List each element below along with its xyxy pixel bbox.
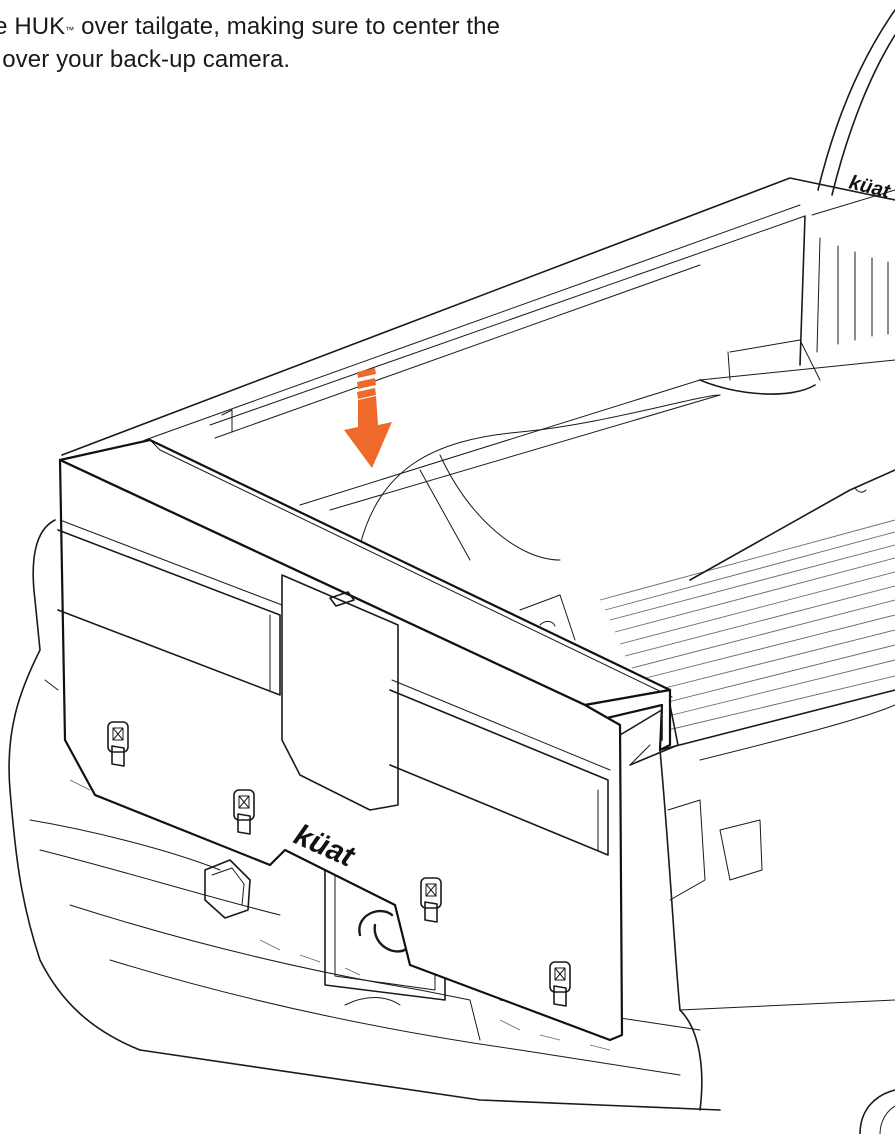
strap-buckle-icon (549, 961, 571, 1007)
rear-bumper (8, 519, 721, 1111)
right-taillight (659, 689, 895, 1134)
down-arrow-icon (344, 368, 392, 468)
trademark-symbol: ™ (65, 25, 75, 35)
instruction-line-1-suffix: over tailgate, making sure to center the (74, 13, 501, 40)
strap-buckle-icon (107, 721, 129, 767)
instruction-line-1-prefix: ce HUK (0, 13, 66, 40)
instruction-text: ce HUK™ over tailgate, making sure to ce… (0, 10, 500, 76)
truck-bed (61, 177, 895, 731)
strap-buckle-icon (420, 877, 442, 923)
instruction-line-1: ce HUK™ over tailgate, making sure to ce… (0, 13, 500, 40)
tailgate-edge (619, 704, 679, 766)
cab-rear-window: küat (811, 9, 895, 216)
strap-buckle-icon (233, 789, 255, 835)
instruction-line-2: d over your back-up camera. (0, 46, 291, 73)
